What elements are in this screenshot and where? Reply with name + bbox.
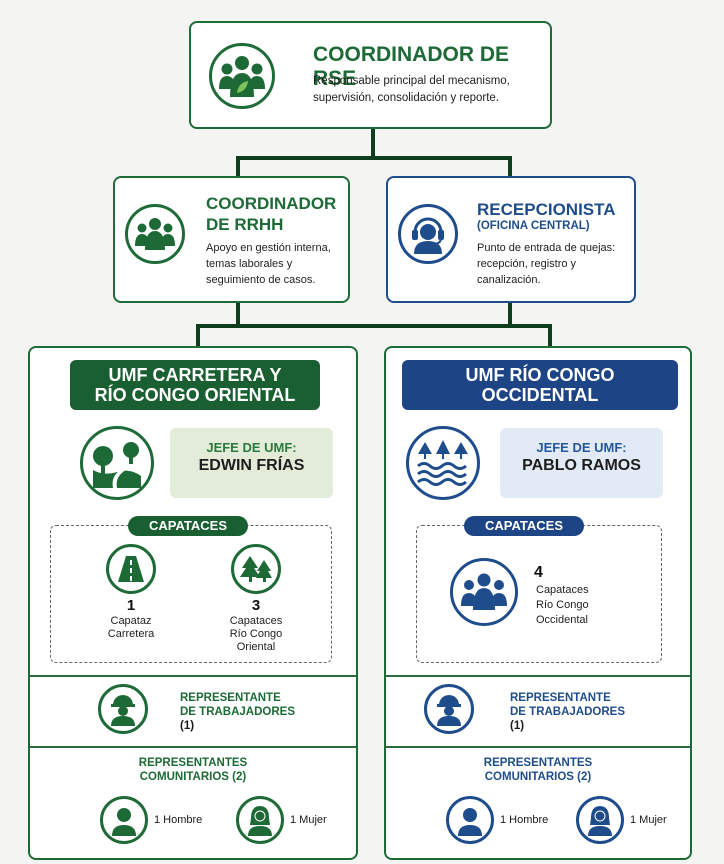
worker-rep-title-2: DE TRABAJADORES: [510, 706, 626, 718]
community-rep-title-2: COMUNITARIOS (2): [484, 771, 592, 783]
hardhat-worker-icon: [98, 684, 148, 734]
river-forest-icon: [406, 426, 480, 500]
umf-carretera-chief-card: JEFE DE UMF: EDWIN FRÍAS: [170, 428, 333, 498]
umf-carretera-chief-label: JEFE DE UMF:: [206, 440, 297, 455]
pine-trees-icon: [231, 544, 281, 594]
umf-carretera-banner: UMF CARRETERA Y RÍO CONGO ORIENTAL: [70, 360, 320, 410]
coordinator-rrhh-desc-1: Apoyo en gestión interna,: [206, 242, 331, 254]
receptionist-desc-2: recepción, registro y: [477, 258, 577, 270]
coordinator-rrhh-desc-3: seguimiento de casos.: [206, 274, 316, 286]
worker-rep-title-1: REPRESENTANTE: [510, 692, 611, 704]
people-leaf-icon: [209, 43, 275, 109]
coordinator-rse-desc-2: supervisión, consolidación y reporte.: [313, 92, 500, 104]
connector-mid-horizontal: [196, 324, 552, 328]
umf-occidental-banner-line1: UMF RÍO CONGO: [465, 365, 615, 385]
umf-carretera-banner-line2: RÍO CONGO ORIENTAL: [94, 385, 296, 405]
receptionist-desc-3: canalización.: [477, 274, 541, 286]
connector-top-horizontal: [236, 156, 512, 160]
coordinator-rrhh-title-1: COORDINADOR: [206, 194, 337, 213]
umf-occidental-foremen-pill: CAPATACES: [464, 516, 584, 536]
divider: [386, 675, 690, 677]
connector-mid-left-vertical: [236, 302, 240, 326]
woman-icon: [236, 796, 284, 844]
people-group-icon: [125, 204, 185, 264]
umf-occidental-chief-card: JEFE DE UMF: PABLO RAMOS: [500, 428, 663, 498]
community-woman-label: 1 Mujer: [630, 814, 667, 826]
road-trees-icon: [80, 426, 154, 500]
umf-carretera-panel: UMF CARRETERA Y RÍO CONGO ORIENTAL JEFE …: [28, 346, 358, 860]
man-icon: [100, 796, 148, 844]
community-man-label: 1 Hombre: [154, 814, 203, 826]
foreman-carretera-label-1: Capataz: [110, 615, 152, 627]
foreman-oriental-count: 3: [251, 597, 261, 614]
coordinator-rrhh-title-2: DE RRHH: [206, 215, 284, 234]
foreman-occidental-label-2: Río Congo: [536, 599, 589, 611]
foreman-carretera-count: 1: [126, 597, 136, 614]
community-rep-title-1: REPRESENTANTES: [138, 757, 248, 769]
umf-carretera-banner-line1: UMF CARRETERA Y: [108, 365, 282, 385]
hardhat-worker-icon: [424, 684, 474, 734]
foreman-oriental-label-2: Río Congo: [229, 628, 283, 640]
receptionist-desc-1: Punto de entrada de quejas:: [477, 242, 616, 254]
umf-carretera-chief-name: EDWIN FRÍAS: [198, 457, 305, 474]
coordinator-rse-card: COORDINADOR DE RSE Responsable principal…: [189, 21, 552, 129]
community-woman-label: 1 Mujer: [290, 814, 327, 826]
community-man-label: 1 Hombre: [500, 814, 549, 826]
connector-mid-right-vertical: [508, 302, 512, 326]
umf-carretera-foremen-pill: CAPATACES: [128, 516, 248, 536]
receptionist-subtitle: (OFICINA CENTRAL): [477, 220, 590, 232]
woman-icon: [576, 796, 624, 844]
worker-rep-count: (1): [510, 720, 525, 732]
connector-left-umf-vertical: [196, 324, 200, 348]
umf-occidental-chief-label: JEFE DE UMF:: [536, 440, 627, 455]
connector-top-vertical: [371, 128, 375, 158]
divider: [30, 675, 356, 677]
divider: [386, 746, 690, 748]
connector-right-umf-vertical: [548, 324, 552, 348]
road-icon: [106, 544, 156, 594]
foreman-oriental-label-3: Oriental: [236, 641, 276, 653]
page-title: COORDINADOR DE RSE: [313, 43, 510, 90]
receptionist-title: RECEPCIONISTA: [477, 200, 616, 219]
foreman-occidental-label-1: Capataces: [536, 584, 589, 596]
people-group-icon: [450, 558, 518, 626]
divider: [30, 746, 356, 748]
coordinator-rrhh-desc-2: temas laborales y: [206, 258, 293, 270]
coordinator-rrhh-card: COORDINADOR DE RRHH Apoyo en gestión int…: [113, 176, 350, 303]
umf-occidental-banner: UMF RÍO CONGO OCCIDENTAL: [402, 360, 678, 410]
headset-agent-icon: [398, 204, 458, 264]
umf-occidental-chief-name: PABLO RAMOS: [522, 457, 641, 474]
foreman-occidental-count: 4: [534, 564, 543, 581]
coordinator-rse-desc-1: Responsable principal del mecanismo,: [313, 75, 510, 87]
connector-recep-vertical: [508, 156, 512, 178]
worker-rep-title-2: DE TRABAJADORES: [180, 706, 296, 718]
foreman-occidental-label-3: Occidental: [536, 614, 588, 626]
community-rep-title-2: COMUNITARIOS (2): [139, 771, 247, 783]
foreman-oriental-label-1: Capataces: [229, 615, 283, 627]
man-icon: [446, 796, 494, 844]
receptionist-card: RECEPCIONISTA (OFICINA CENTRAL) Punto de…: [386, 176, 636, 303]
worker-rep-title-1: REPRESENTANTE: [180, 692, 281, 704]
worker-rep-count: (1): [180, 720, 195, 732]
community-rep-title-1: REPRESENTANTES: [483, 757, 593, 769]
umf-occidental-panel: UMF RÍO CONGO OCCIDENTAL JEFE DE UMF: PA…: [384, 346, 692, 860]
umf-occidental-banner-line2: OCCIDENTAL: [481, 385, 599, 405]
foreman-carretera-label-2: Carretera: [107, 628, 155, 640]
connector-rrhh-vertical: [236, 156, 240, 178]
